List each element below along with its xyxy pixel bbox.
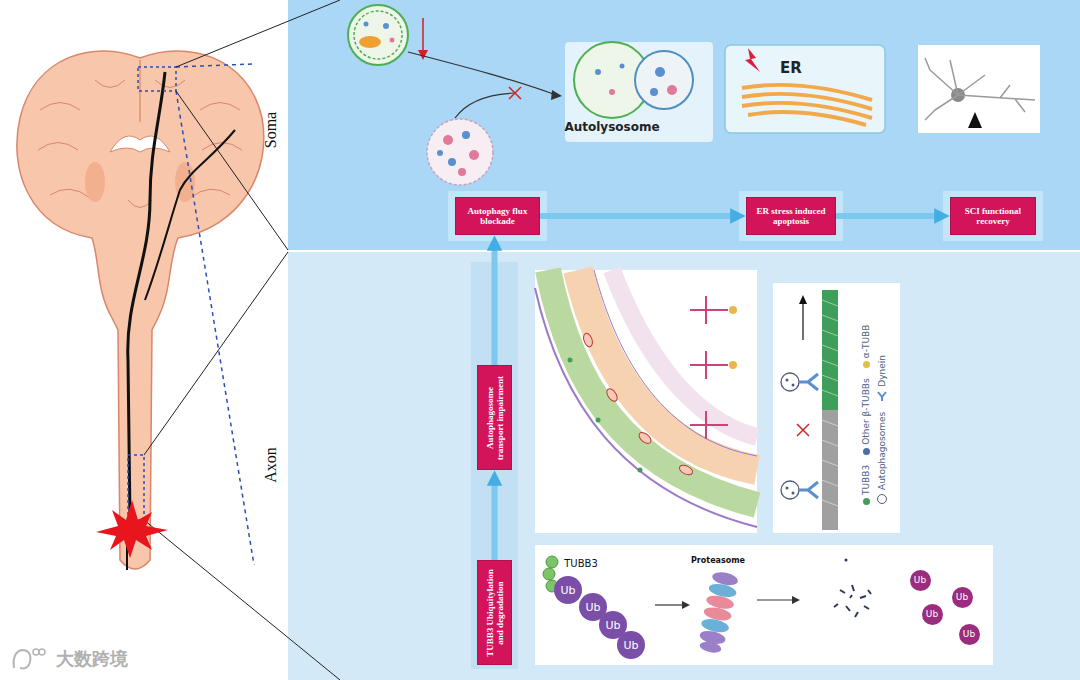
legend-text: Dynein: [877, 355, 887, 387]
node-text: Autophagy flux blockade: [459, 206, 536, 227]
neuron-figure: [918, 45, 1040, 133]
node-text: SCI functional recovery: [954, 206, 1032, 227]
legend-row: TUBB3 Other β-TUBBs α-TUBB: [858, 315, 874, 505]
legend-swatch: [863, 448, 870, 455]
ubiquitin-circle: Ub: [959, 624, 980, 645]
flow-arrow: [492, 243, 498, 365]
legend-item: Other β-TUBBs: [861, 378, 871, 455]
node-text: Ub: [560, 585, 575, 596]
process-box: ER stress induced apoptosis: [746, 197, 836, 235]
node-text: Ub: [623, 640, 638, 651]
legend-text: TUBB3: [861, 465, 871, 495]
er-label-box: ER: [766, 56, 816, 80]
node-text: Ub: [585, 602, 600, 613]
node-text: ER: [780, 59, 802, 77]
process-box: TUBB3 Ubiquitylation and degradation: [477, 560, 512, 665]
legend-icon: [876, 493, 888, 505]
legend-text: Autophagosomes: [877, 412, 887, 490]
node-text: Autophagosome transport impairment: [484, 369, 505, 466]
legend: TUBB3 Other β-TUBBs α-TUBB Autophagosomes Dy…: [858, 315, 890, 505]
legend-item: TUBB3: [861, 465, 871, 505]
legend-item: Dynein: [876, 355, 888, 402]
legend-row: Autophagosomes Dynein: [874, 315, 890, 505]
process-box: Autophagosome transport impairment: [477, 365, 512, 470]
legend-icon: [876, 390, 888, 402]
process-box: SCI functional recovery: [950, 197, 1036, 235]
legend-text: Other β-TUBBs: [861, 378, 871, 445]
axon-section-figure: [535, 270, 757, 533]
node-text: ER stress induced apoptosis: [750, 206, 832, 227]
ubiquitin-circle: Ub: [910, 570, 931, 591]
node-text: Ub: [926, 610, 938, 619]
flow-arrow: [540, 213, 738, 219]
structure-label: Autolysosome: [564, 121, 659, 134]
legend-swatch: [863, 361, 870, 368]
structure-label: Proteasome: [691, 557, 745, 566]
autophagy-figure: [348, 5, 713, 185]
legend-swatch: [863, 498, 870, 505]
watermark-logo: [14, 649, 45, 668]
node-text: Ub: [605, 620, 620, 631]
legend-text: α-TUBB: [861, 325, 871, 359]
ubiquitin-circle: Ub: [952, 587, 973, 608]
ubiquitin-circle: Ub: [554, 576, 582, 604]
ubiquitin-circle: Ub: [617, 631, 645, 659]
microtubule-figure: [773, 283, 900, 533]
region-label: Axon: [262, 447, 280, 483]
node-text: Ub: [963, 630, 975, 639]
node-text: TUBB3 Ubiquitylation and degradation: [484, 564, 505, 661]
region-label: Soma: [262, 112, 280, 148]
process-box: Autophagy flux blockade: [455, 197, 540, 235]
er-figure: [725, 45, 885, 133]
legend-item: Autophagosomes: [876, 412, 888, 505]
flow-arrow: [836, 213, 942, 219]
watermark: 大数跨境: [56, 649, 128, 669]
ubiquitin-circle: Ub: [922, 604, 943, 625]
node-text: Ub: [914, 576, 926, 585]
protein-label: TUBB3: [564, 558, 598, 569]
node-text: Ub: [956, 593, 968, 602]
brain-figure: [17, 0, 340, 680]
legend-item: α-TUBB: [861, 325, 871, 369]
flow-arrow: [492, 478, 498, 560]
ubiquitin-figure: [535, 545, 993, 665]
